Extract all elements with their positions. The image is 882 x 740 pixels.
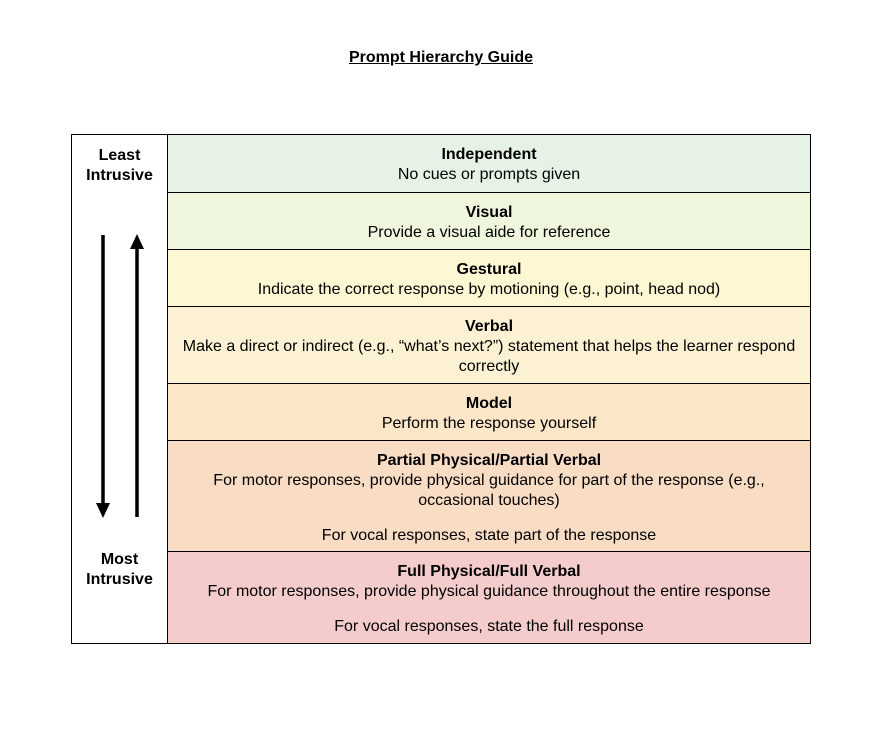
row-description: Indicate the correct response by motioni… xyxy=(257,281,721,298)
arrow-up-icon xyxy=(130,234,144,517)
prompt-hierarchy-table: Least Intrusive Most Intrusive Independe… xyxy=(71,134,811,644)
row-title: Partial Physical/Partial Verbal xyxy=(376,452,602,469)
row-description: For motor responses, provide physical gu… xyxy=(213,472,765,509)
most-label-line2: Intrusive xyxy=(86,571,153,588)
row-full-physical: Full Physical/Full Verbal For motor resp… xyxy=(168,552,810,643)
row-description: No cues or prompts given xyxy=(397,166,581,183)
row-description: Provide a visual aide for reference xyxy=(367,224,611,241)
row-title: Model xyxy=(465,395,513,412)
least-intrusive-label: Least Intrusive xyxy=(72,146,167,186)
row-visual: Visual Provide a visual aide for referen… xyxy=(168,193,810,250)
row-title: Full Physical/Full Verbal xyxy=(397,563,581,580)
row-title: Gestural xyxy=(456,261,522,278)
least-label-line2: Intrusive xyxy=(86,167,153,184)
row-title: Independent xyxy=(441,146,537,163)
arrow-down-icon xyxy=(96,235,110,518)
row-independent: Independent No cues or prompts given xyxy=(168,135,810,193)
row-model: Model Perform the response yourself xyxy=(168,384,810,441)
row-description: For motor responses, provide physical gu… xyxy=(207,583,771,600)
row-title: Verbal xyxy=(464,318,514,335)
row-vocal-note: For vocal responses, state part of the r… xyxy=(321,527,657,544)
most-label-line1: Most xyxy=(100,551,139,568)
row-vocal-note: For vocal responses, state the full resp… xyxy=(334,618,644,635)
row-title: Visual xyxy=(465,204,513,221)
most-intrusive-label: Most Intrusive xyxy=(72,550,167,590)
page-title: Prompt Hierarchy Guide xyxy=(348,49,534,66)
least-label-line1: Least xyxy=(98,147,141,164)
intrusiveness-column: Least Intrusive Most Intrusive xyxy=(72,135,168,643)
intrusiveness-arrows xyxy=(96,234,144,518)
row-verbal: Verbal Make a direct or indirect (e.g., … xyxy=(168,307,810,384)
row-partial-physical: Partial Physical/Partial Verbal For moto… xyxy=(168,441,810,552)
row-description: Perform the response yourself xyxy=(381,415,597,432)
row-gestural: Gestural Indicate the correct response b… xyxy=(168,250,810,307)
row-description: Make a direct or indirect (e.g., “what’s… xyxy=(182,338,796,375)
prompt-levels: Independent No cues or prompts given Vis… xyxy=(168,135,810,643)
